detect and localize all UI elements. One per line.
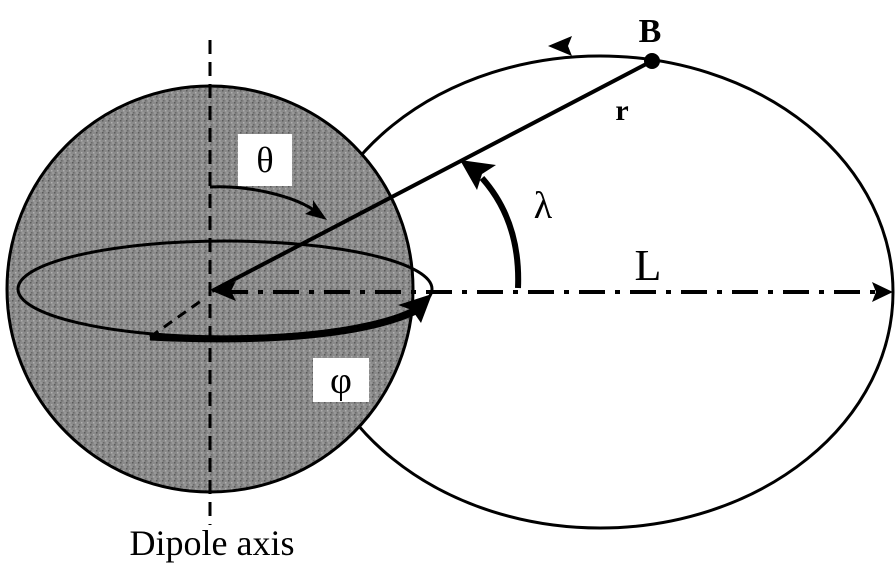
- phi-arc: [149, 306, 420, 343]
- radius-vector: [211, 59, 653, 293]
- label-r: r: [615, 94, 628, 127]
- equatorial-arrow-tail: [212, 281, 236, 301]
- point-b-dot: [644, 53, 660, 69]
- lambda-arc: [479, 176, 522, 289]
- field-line-arrow: [548, 36, 572, 56]
- phi-arrow-head: [398, 294, 432, 323]
- label-l: L: [635, 241, 662, 290]
- label-theta: θ: [256, 140, 273, 180]
- phi-label-box: [313, 358, 369, 402]
- label-phi: φ: [330, 360, 352, 402]
- lambda-arrow-head: [460, 160, 496, 190]
- dipole-axis-caption: Dipole axis: [130, 523, 295, 563]
- label-b: B: [639, 13, 662, 50]
- theta-arc: [209, 185, 319, 215]
- theta-arrow-head: [305, 200, 327, 220]
- label-lambda: λ: [534, 185, 553, 227]
- theta-label-box: [238, 134, 292, 186]
- phi-tail-dash: [149, 296, 206, 339]
- equatorial-arrow-head: [872, 282, 893, 302]
